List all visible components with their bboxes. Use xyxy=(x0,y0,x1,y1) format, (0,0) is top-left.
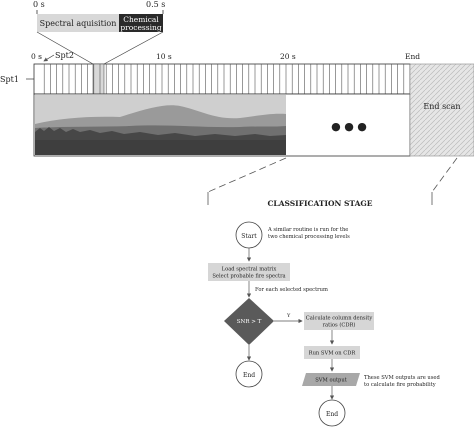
svm-output-box xyxy=(302,373,360,386)
tick-20s: 20 s xyxy=(280,52,296,61)
chemical-label-line2: processing xyxy=(120,23,161,32)
cdr-line2: ratios (CDR) xyxy=(323,322,356,329)
end-bottom-label: End xyxy=(326,411,338,418)
zoom-line-left xyxy=(36,31,94,65)
cdr-line1: Calculate column density xyxy=(306,316,373,322)
end-left-label: End xyxy=(243,372,255,379)
tick-10s: 10 s xyxy=(156,52,172,61)
run-svm-label: Run SVM on CDR xyxy=(309,351,357,357)
tick-0s: 0 s xyxy=(31,52,42,61)
foreach-label: For each selected spectrum xyxy=(255,287,328,293)
scan-strip xyxy=(33,63,411,95)
end-scan-label: End scan xyxy=(423,102,460,111)
yes-label: Y xyxy=(286,313,291,319)
svm-output-label: SVM output xyxy=(315,378,347,384)
start-note-line1: A similar routine is run for the xyxy=(267,227,348,233)
load-line1: Load spectral matrix xyxy=(222,267,277,273)
zoom-dash-left xyxy=(207,157,287,193)
zoomed-slot xyxy=(92,63,105,95)
tick-end: End xyxy=(405,52,420,61)
spt2-label: Spt2 xyxy=(55,51,74,60)
cdr-box xyxy=(304,312,374,330)
run-svm-box xyxy=(304,346,360,359)
spt1-label: Spt1 xyxy=(0,75,19,84)
end-bottom-node xyxy=(318,399,346,427)
zoom-line-right xyxy=(103,31,164,65)
top-time-start: 0 s xyxy=(33,0,45,9)
top-time-end: 0.5 s xyxy=(146,0,165,9)
zoom-dash-right xyxy=(431,157,458,193)
end-left-node xyxy=(235,360,263,388)
scan-strip-ticks xyxy=(43,63,411,95)
start-note-line2: two chemical processing levels xyxy=(268,234,350,240)
end-scan-block xyxy=(409,63,474,157)
svm-note-line2: to calculate fire probability xyxy=(364,382,436,388)
start-label: Start xyxy=(241,233,257,240)
classification-title: CLASSIFICATION STAGE xyxy=(267,199,372,208)
svm-note-line1: These SVM outputs are used xyxy=(364,375,440,381)
chemical-processing-block xyxy=(119,14,163,32)
spectral-acquisition-label: Spectral aquisition xyxy=(40,19,117,28)
landscape-scene xyxy=(35,95,286,155)
spectral-acquisition-block xyxy=(37,14,119,32)
snr-decision xyxy=(224,298,274,345)
load-matrix-box xyxy=(208,263,290,281)
decision-label: SNR > T xyxy=(237,319,262,325)
load-line2: Select probable fire spectra xyxy=(212,274,285,280)
chemical-label-line1: Chemical xyxy=(123,15,159,24)
ellipsis: ● ● ● xyxy=(331,120,367,133)
